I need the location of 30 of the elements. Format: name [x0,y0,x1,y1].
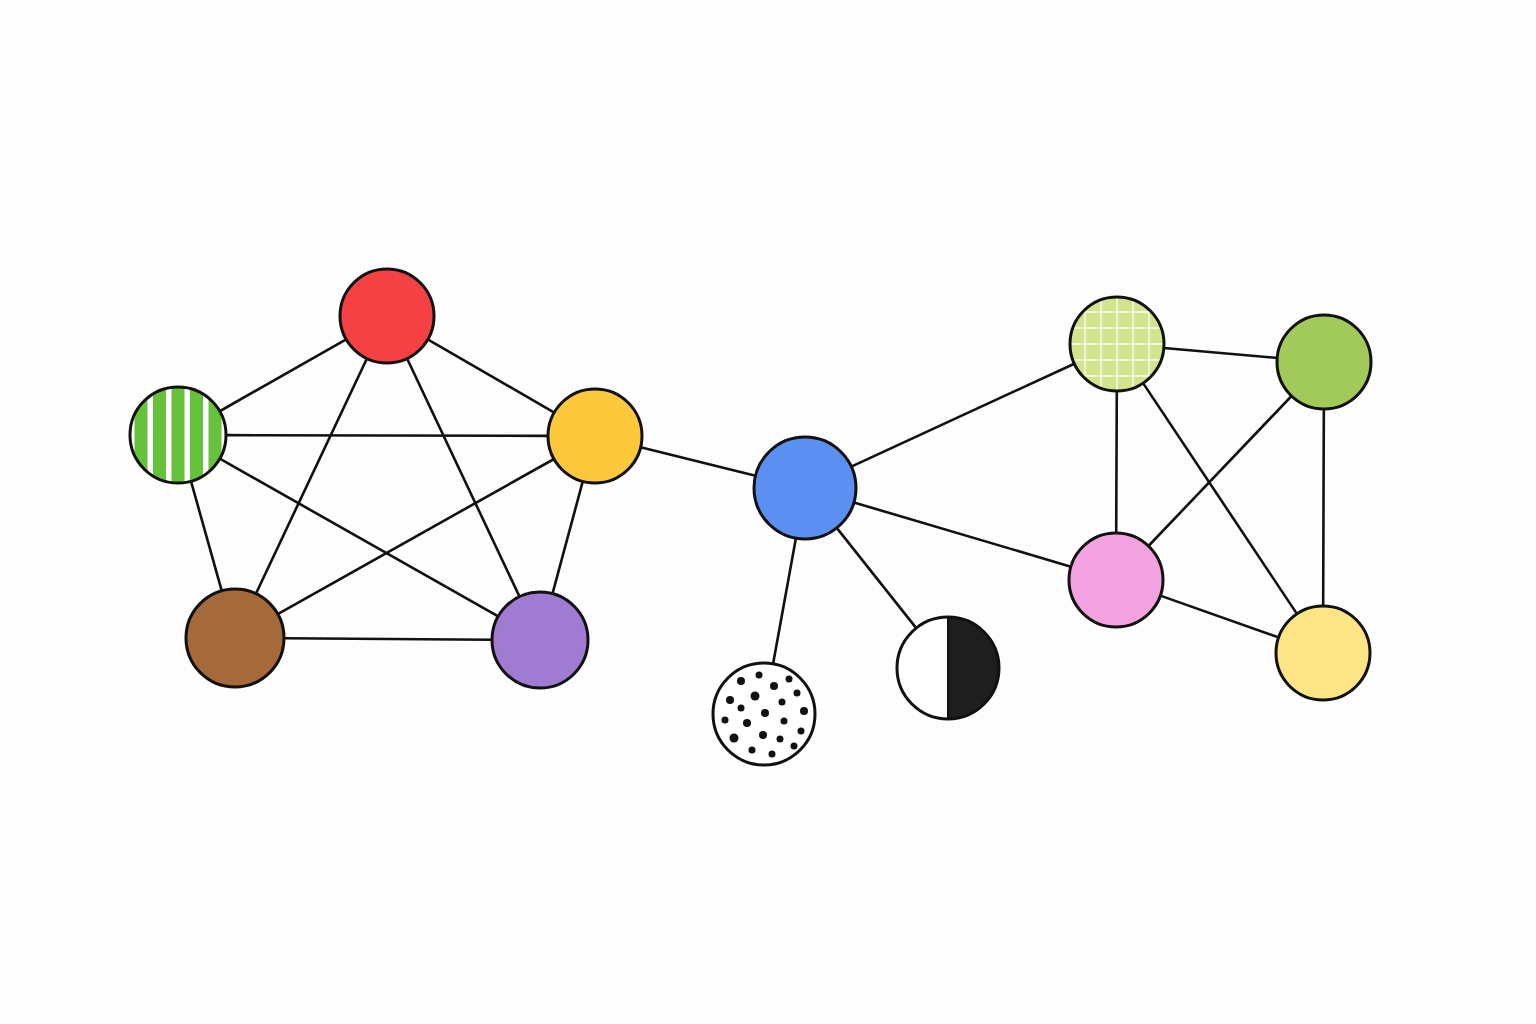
connector-line [551,480,585,595]
connector-line [1159,594,1280,639]
connector-line [1141,381,1299,616]
striped-circle-node [127,384,229,486]
connector-line [850,362,1076,468]
connector-line [1114,389,1119,535]
circle-node [1066,530,1166,630]
connector-line [218,337,348,413]
dotted-circle-node [710,660,818,768]
connector-line [1147,394,1293,548]
connector-line [426,338,556,414]
connector-line [639,446,757,478]
half-filled-circle-node [894,614,1002,722]
connector-line [1321,407,1326,608]
circle-node [545,386,645,486]
circle-node [1274,312,1374,412]
connector-line [276,457,556,616]
connector-line [852,501,1073,568]
circle-node [1273,603,1373,703]
circle-node [183,586,287,690]
circle-node [751,434,859,542]
connector-line [218,457,500,618]
connector-line [1162,346,1279,360]
grid-circle-node [1067,294,1167,394]
circle-node [489,589,591,691]
connector-line [224,433,550,438]
circle-node [337,266,437,366]
connector-line [835,526,918,630]
connector-line [405,357,521,598]
connector-line [254,357,369,595]
